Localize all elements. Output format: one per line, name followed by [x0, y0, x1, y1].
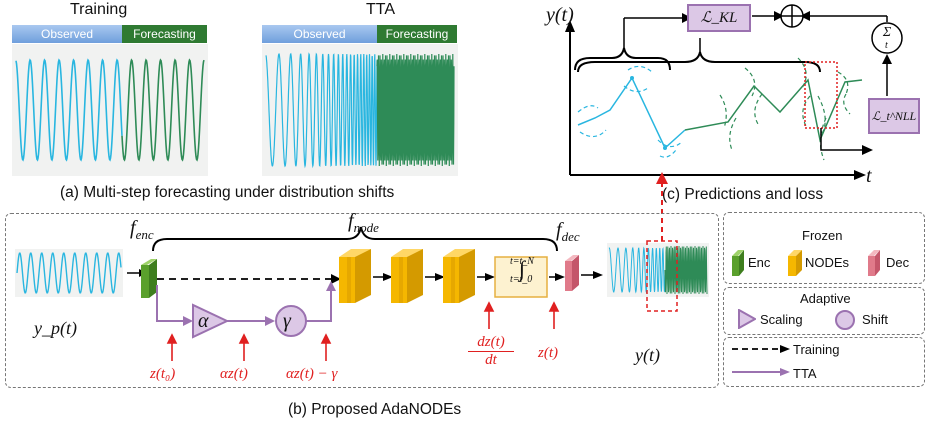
input-label: y_p(t) — [34, 318, 77, 338]
adanodes-frame — [5, 213, 719, 388]
shift-circle-icon — [835, 310, 855, 330]
tta-waveform — [262, 44, 458, 176]
f-dec-subscript: dec — [561, 229, 580, 244]
integral-box-text: ∫ t=t_N t=t_0 — [496, 256, 548, 285]
kl-loss-label: ℒ_KL — [700, 10, 738, 26]
tta-forecasting-header: Forecasting — [377, 25, 457, 43]
f-enc-label: fenc — [130, 217, 154, 243]
training-forecasting-header: Forecasting — [122, 25, 207, 43]
legend-adaptive-title: Adaptive — [800, 291, 851, 306]
alpha-z-label: αz(t) — [220, 366, 248, 382]
f-node-label: fnode — [348, 210, 379, 236]
f-dec-symbol: f — [556, 219, 562, 241]
sum-subscript: t — [885, 40, 888, 51]
integral-sign: ∫ — [518, 256, 526, 281]
training-title: Training — [70, 1, 128, 18]
caption-a: (a) Multi-step forecasting under distrib… — [60, 184, 395, 201]
alpha-symbol: α — [198, 310, 209, 332]
caption-b: (b) Proposed AdaNODEs — [288, 401, 462, 418]
legend-dec-swatch — [868, 250, 880, 276]
sum-sign: Σ — [882, 25, 892, 40]
legend-adaptive — [723, 287, 925, 335]
integral-lower: t=t_0 — [510, 274, 533, 285]
legend-shift-label: Shift — [862, 312, 889, 327]
f-enc-symbol: f — [130, 217, 136, 239]
scaling-triangle-icon — [738, 309, 756, 329]
legend-nodes-swatch — [788, 250, 802, 276]
legend-enc-label: Enc — [748, 255, 771, 270]
tta-observed-header: Observed — [262, 25, 377, 43]
legend-tta-line — [732, 368, 790, 376]
output-label: y(t) — [635, 345, 660, 365]
y-axis-label: y(t) — [546, 4, 574, 26]
integral-upper: t=t_N — [510, 256, 534, 267]
legend-frozen — [723, 212, 925, 284]
f-enc-subscript: enc — [135, 227, 154, 242]
gamma-symbol: γ — [283, 310, 291, 332]
legend-training-label: Training — [793, 342, 840, 357]
legend-frozen-title: Frozen — [802, 228, 843, 243]
adanodes-diagram — [15, 226, 709, 361]
f-dec-label: fdec — [556, 219, 580, 245]
legend-scaling-label: Scaling — [760, 312, 803, 327]
z-t-label: z(t) — [538, 345, 558, 361]
f-node-subscript: node — [353, 220, 379, 235]
dz-dt-label: dz(t) dt — [468, 334, 514, 369]
output-to-predictions-arrow — [656, 172, 668, 250]
legend-training-line — [732, 345, 790, 353]
kl-loss-box: ℒ_KL — [687, 4, 751, 32]
f-node-symbol: f — [348, 210, 354, 232]
alpha-z-gamma-label: αz(t) − γ — [286, 366, 338, 382]
training-waveform — [12, 44, 208, 176]
tta-title: TTA — [366, 1, 396, 18]
caption-c: (c) Predictions and loss — [662, 186, 824, 203]
z-t0-label: z(t₀) — [150, 366, 176, 382]
dz-denominator: dt — [485, 352, 497, 368]
x-axis-label: t — [866, 165, 872, 187]
legend-tta-label: TTA — [793, 366, 817, 381]
training-observed-header: Observed — [12, 25, 122, 43]
legend-dec-label: Dec — [886, 255, 910, 270]
sum-symbol: Σ — [880, 26, 894, 40]
legend-lines — [723, 337, 925, 387]
nll-loss-box: ℒ_t^NLL — [868, 98, 920, 134]
predictions-plot — [565, 4, 903, 180]
legend-nodes-label: NODEs — [805, 255, 850, 270]
nll-loss-label: ℒ_t^NLL — [871, 109, 917, 123]
dz-numerator: dz(t) — [468, 334, 514, 352]
legend-enc-swatch — [732, 250, 744, 276]
